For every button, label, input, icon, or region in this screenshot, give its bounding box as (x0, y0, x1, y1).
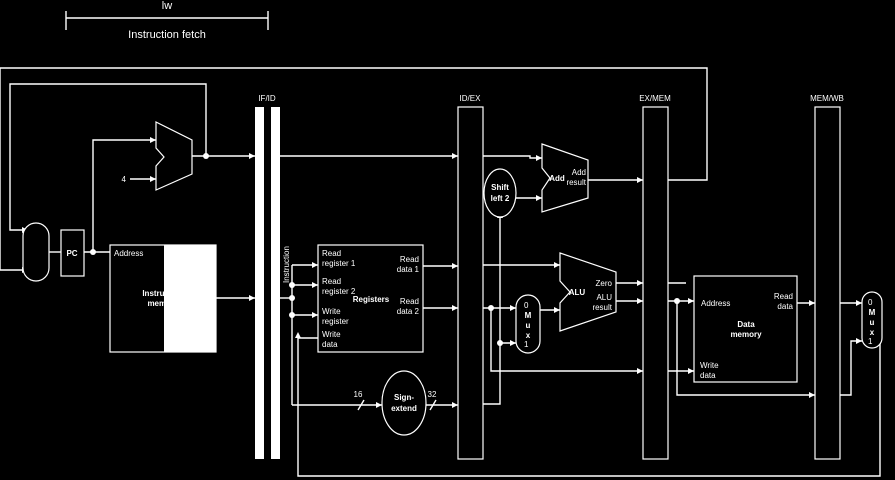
branch-adder: Add Add result (541, 143, 589, 213)
read-data-2-label: Read (400, 297, 419, 306)
mux-ex-input-0: 0 (524, 301, 529, 310)
mem-wb-label: MEM/WB (810, 94, 844, 103)
read-data-2-label-2: data 2 (397, 307, 420, 316)
write-data-label: Write (322, 330, 341, 339)
alu-result-label: ALU (596, 293, 612, 302)
instruction-name: lw (162, 0, 172, 12)
alu-name: ALU (569, 288, 586, 297)
read-register-1-label-2: register 1 (322, 259, 356, 268)
shift-left-2-unit: Shift left 2 (483, 168, 517, 218)
sign-extend-line2: extend (391, 404, 417, 413)
read-data-1-label-2: data 1 (397, 265, 420, 274)
shift-left-line1: Shift (491, 183, 509, 192)
sign-extend-unit: Sign- extend 16 32 (354, 370, 437, 436)
pc-register (60, 229, 85, 277)
ex-mem-register (642, 106, 669, 460)
write-data-label-2: data (322, 340, 338, 349)
mux-wb-u: u (870, 318, 875, 327)
dmem-read-label: Read (774, 292, 793, 301)
sign-extend-line1: Sign- (394, 393, 414, 402)
mux-ex-input-1: 1 (524, 340, 529, 349)
mux-ex-m: M (525, 311, 532, 320)
id-ex-label: ID/EX (460, 94, 482, 103)
mux-ex-u: u (526, 321, 531, 330)
mux-wb-input-1: 1 (868, 337, 873, 346)
data-memory: Address Read data Write data Data memory (693, 275, 798, 383)
dmem-read-label-2: data (777, 302, 793, 311)
pc-adder (155, 121, 193, 191)
alu-source-mux: 0 M u x 1 (515, 294, 541, 354)
sign-extend-output-width: 32 (428, 390, 437, 399)
write-register-label-2: register (322, 317, 349, 326)
read-register-2-label: Read (322, 277, 341, 286)
read-data-1-label: Read (400, 255, 419, 264)
mux-wb-x: x (870, 328, 875, 337)
dmem-address-label: Address (701, 299, 730, 308)
sign-extend-input-width: 16 (354, 390, 363, 399)
read-register-1-label: Read (322, 249, 341, 258)
if-id-label: IF/ID (258, 94, 276, 103)
stage-name: Instruction fetch (128, 29, 206, 41)
dmem-write-label: Write (700, 361, 719, 370)
dmem-name-line1: Data (737, 320, 755, 329)
dmem-name-line2: memory (730, 330, 762, 339)
adder-result-label: Add (572, 168, 586, 177)
dmem-write-label-2: data (700, 371, 716, 380)
imem-name-line1: Instruction (142, 289, 183, 298)
mux-wb-m: M (869, 308, 876, 317)
instruction-bus-label: Instruction (282, 246, 291, 283)
instruction-memory: Address Instruction memory (109, 244, 217, 353)
alu: ALU Zero ALU result (559, 252, 617, 332)
shift-left-line2: left 2 (491, 194, 510, 203)
alu-zero-label: Zero (596, 279, 613, 288)
pc-label: PC (66, 249, 77, 258)
stage-header: lw Instruction fetch (65, 0, 269, 41)
writeback-mux: 0 M u x 1 (861, 291, 883, 349)
constant-four: 4 (122, 175, 127, 184)
register-file: Read register 1 Read register 2 Write re… (317, 244, 424, 353)
mux-ex-x: x (526, 331, 531, 340)
pipeline-registers: IF/ID ID/EX EX/MEM MEM/WB (255, 94, 844, 460)
junctions (90, 153, 680, 346)
read-register-2-label-2: register 2 (322, 287, 356, 296)
pc-source-mux (22, 222, 50, 282)
mux-wb-input-0: 0 (868, 298, 873, 307)
mem-wb-register (814, 106, 841, 460)
adder-result-label-2: result (566, 178, 586, 187)
adder-name: Add (549, 174, 565, 183)
registers-name: Registers (353, 295, 390, 304)
write-register-label: Write (322, 307, 341, 316)
ex-mem-label: EX/MEM (639, 94, 671, 103)
imem-name-line2: memory (147, 299, 179, 308)
imem-address-label: Address (114, 249, 143, 258)
id-ex-register (457, 106, 484, 460)
alu-result-label-2: result (592, 303, 612, 312)
